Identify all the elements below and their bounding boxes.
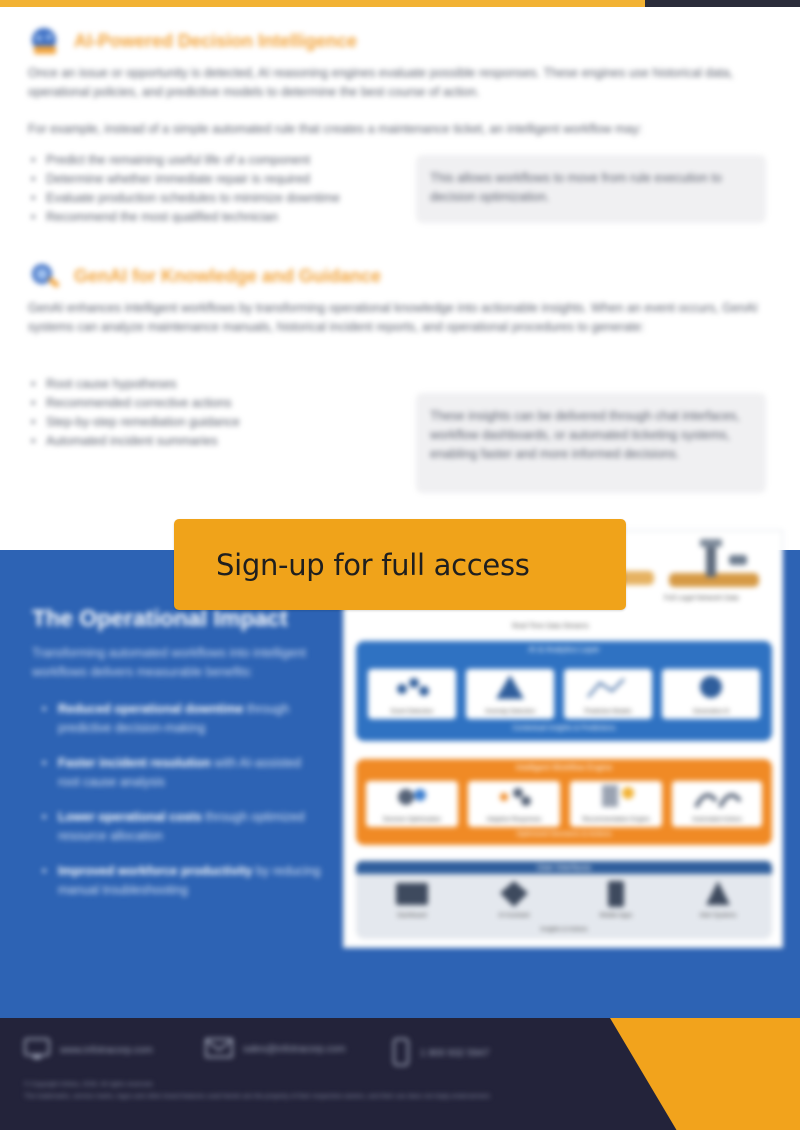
section-genai-knowledge: GenAI for Knowledge and Guidance GenAI e… [28, 259, 773, 451]
footer-copyright: © Copyright Infotra, 2026. All rights re… [24, 1081, 154, 1088]
layer-title: Intelligent Workflow Engine [515, 763, 613, 772]
diagram-tile: Recommendation Engine [570, 781, 662, 827]
list-item: Improved workforce productivity by reduc… [32, 862, 322, 900]
diagram-tile: Automated Actions [672, 781, 762, 827]
diagram-caption: Full Legal Network Data [664, 595, 739, 602]
list-item: Step-by-step remediation guidance [28, 413, 408, 432]
diagram-tile: Dashboard [372, 879, 452, 923]
impact-intro: Transforming automated workflows into in… [32, 646, 306, 679]
footer-email[interactable]: sales@infotracorp.com [205, 1038, 345, 1061]
brain-chip-icon [28, 26, 62, 56]
knowledge-search-icon [28, 261, 62, 291]
bullet-list: Predict the remaining useful life of a c… [28, 151, 408, 227]
list-item: Recommended corrective actions [28, 394, 408, 413]
list-item: Root cause hypotheses [28, 375, 408, 394]
section-header: GenAI for Knowledge and Guidance [28, 259, 773, 293]
diagram-tile: Decision Optimization [366, 781, 458, 827]
list-item: Predict the remaining useful life of a c… [28, 151, 408, 170]
diagram-tile: Predictive Models [564, 669, 652, 719]
diagram-tile: Event Detection [368, 669, 456, 719]
diagram-tile: Anomaly Detection [466, 669, 554, 719]
layer-footer: Contextual Insights & Predictions [512, 725, 616, 732]
mail-icon [205, 1038, 233, 1061]
diagram-tile: Generative AI [662, 669, 760, 719]
layer-footer: Optimized Decisions & Actions [516, 831, 612, 838]
layer-title: AI & Analytics Layer [528, 645, 600, 654]
top-accent-bar [0, 0, 800, 7]
list-item: Automated incident summaries [28, 432, 408, 451]
user-interfaces-layer: User Interfaces Dashboard AI Assistant M… [356, 861, 772, 939]
layer-title: User Interfaces [356, 861, 772, 874]
section-title: AI-Powered Decision Intelligence [74, 30, 358, 51]
diagram-tile: Alert Systems [676, 879, 760, 923]
impact-text: The Operational Impact Transforming auto… [32, 605, 322, 916]
footer-website[interactable]: www.infotracorp.com [24, 1038, 153, 1063]
workflow-engine-layer: Intelligent Workflow Engine Decision Opt… [356, 759, 772, 845]
bullet-list: Root cause hypotheses Recommended correc… [28, 375, 408, 451]
list-item: Determine whether immediate repair is re… [28, 170, 408, 189]
list-item: Evaluate production schedules to minimiz… [28, 189, 408, 208]
section-header: AI-Powered Decision Intelligence [28, 24, 773, 58]
monitor-icon [24, 1038, 50, 1063]
architecture-diagram: Full Legal Network Data Real-Time Data S… [343, 530, 783, 948]
layer-footer: Insights & Actions [540, 927, 588, 933]
page-footer: www.infotracorp.com sales@infotracorp.co… [0, 1018, 800, 1130]
section-paragraph: For example, instead of a simple automat… [28, 122, 643, 136]
section-decision-intelligence: AI-Powered Decision Intelligence Once an… [28, 24, 773, 227]
footer-accent-wedge [610, 1018, 800, 1130]
signup-button-label: Sign-up for full access [216, 547, 530, 582]
list-item: Lower operational costs through optimize… [32, 808, 322, 846]
list-item: Faster incident resolution with AI-assis… [32, 754, 322, 792]
footer-legal: The trademarks, service marks, logos and… [24, 1093, 492, 1100]
callout-box: These insights can be delivered through … [416, 393, 766, 493]
list-item: Reduced operational downtime through pre… [32, 700, 322, 738]
list-item: Recommend the most qualified technician [28, 208, 408, 227]
phone-icon [392, 1038, 410, 1069]
diagram-tile: AI Assistant [474, 879, 554, 923]
signup-button[interactable]: Sign-up for full access [174, 519, 626, 610]
top-accent-bar-dark [645, 0, 800, 7]
impact-benefits-list: Reduced operational downtime through pre… [32, 700, 322, 900]
diagram-tile: Adaptive Responses [468, 781, 560, 827]
section-paragraph: Once an issue or opportunity is detected… [28, 66, 734, 99]
diagram-caption: Real-Time Data Streams [512, 623, 589, 630]
callout-box: This allows workflows to move from rule … [416, 155, 766, 223]
diagram-tile: Mobile Apps [576, 879, 656, 923]
section-title: GenAI for Knowledge and Guidance [74, 265, 382, 286]
section-paragraph: GenAI enhances intelligent workflows by … [28, 301, 758, 334]
footer-phone[interactable]: 1 800 932 5947 [392, 1038, 490, 1069]
ai-analytics-layer: AI & Analytics Layer Event Detection Ano… [356, 641, 772, 741]
